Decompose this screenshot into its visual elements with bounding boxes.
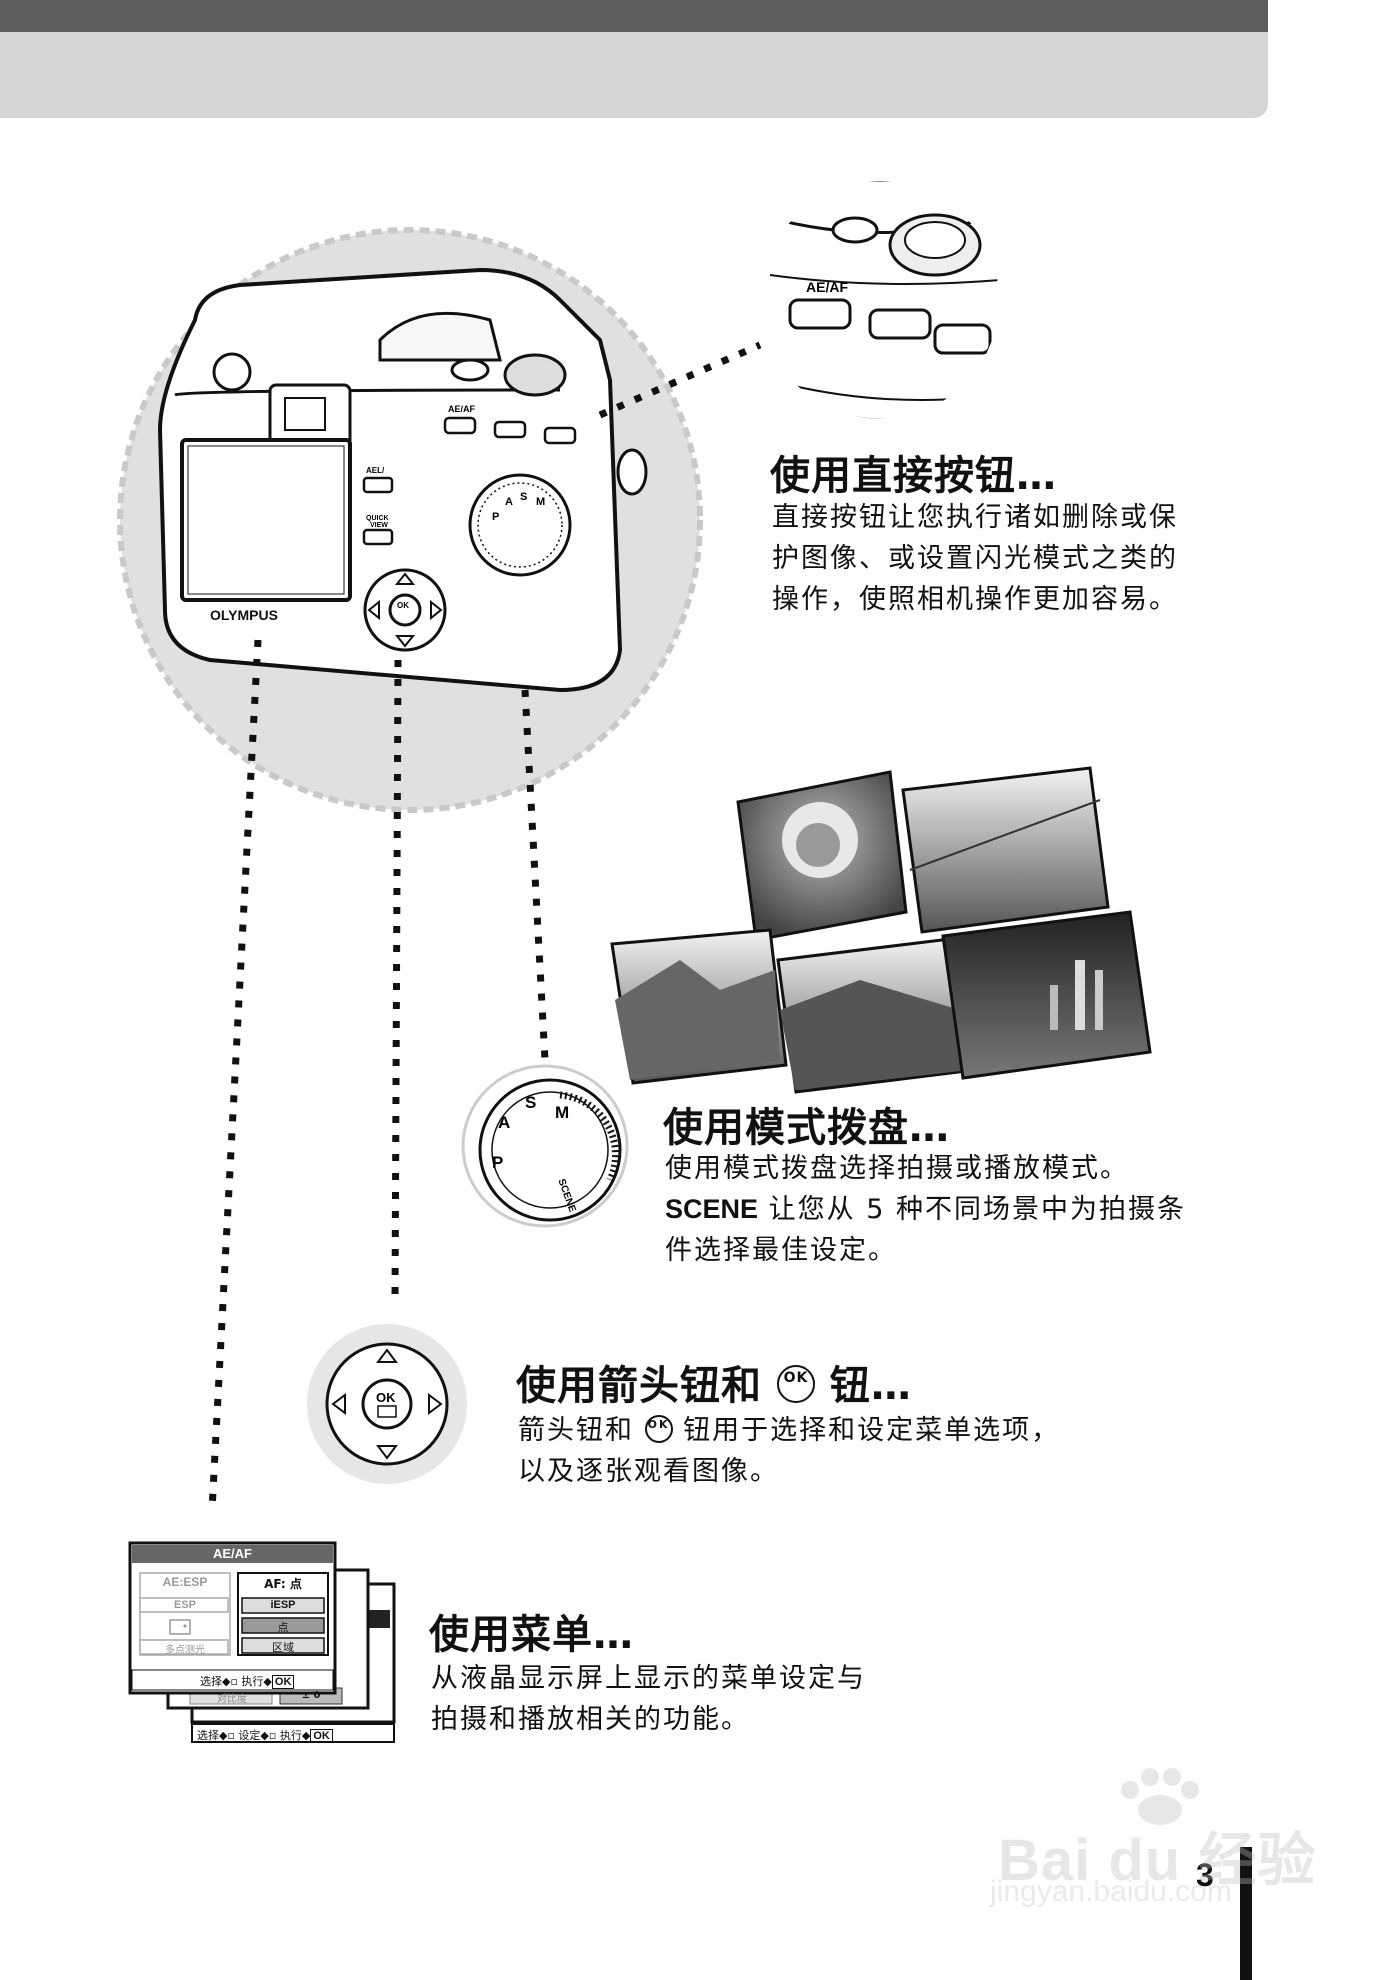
menu-back-footer-ok: OK xyxy=(310,1729,333,1743)
body-arrow-ok-suffix: 钮用于选择和设定菜单选项， xyxy=(683,1415,1061,1446)
ok-button-small-icon: OK xyxy=(644,1414,673,1443)
menu-screens-illustration: 选择◆ xyxy=(128,1541,396,1743)
menu-left-header: AE:ESP xyxy=(162,1575,208,1589)
body-arrow-ok-prefix: 箭头钮和 xyxy=(518,1415,634,1446)
body-arrow-ok-line-1: 箭头钮和 OK 钮用于选择和设定菜单选项， xyxy=(518,1410,1060,1451)
body-menu: 从液晶显示屏上显示的菜单设定与 拍摄和播放相关的功能。 xyxy=(431,1658,866,1740)
menu-right-header: AF: 点 xyxy=(264,1577,302,1591)
body-arrow-ok: 箭头钮和 OK 钮用于选择和设定菜单选项， 以及逐张观看图像。 xyxy=(518,1410,1060,1492)
menu-left-item-multi: 多点测光 xyxy=(165,1645,205,1656)
camera-brand: OLYMPUS xyxy=(210,607,278,623)
watermark: Bai du 经验 jingyan.baidu.com xyxy=(990,1765,1320,1908)
header-band-dark xyxy=(0,0,1268,32)
dial-label-a: A xyxy=(498,1113,510,1132)
svg-text:VIEW: VIEW xyxy=(370,522,388,529)
menu-footer-ok: OK xyxy=(271,1675,295,1689)
heading-arrow-ok-prefix: 使用箭头钮和 xyxy=(516,1363,762,1409)
page-number: 3 xyxy=(1196,1857,1214,1893)
svg-text:OK: OK xyxy=(397,601,409,610)
dial-label-m: M xyxy=(555,1103,569,1122)
menu-right-item-iesp[interactable]: iESP xyxy=(270,1599,296,1611)
heading-direct-buttons: 使用直接按钮… xyxy=(770,453,1057,499)
menu-left-item-spot: • xyxy=(181,1620,189,1633)
body-direct-buttons-line-1: 直接按钮让您执行诸如删除或保 xyxy=(772,502,1178,533)
camera-illustration: OLYMPUS AE/AF AEL/ QUICK VIEW OK P A S M xyxy=(157,267,648,693)
body-direct-buttons-line-2: 护图像、或设置闪光模式之类的 xyxy=(772,543,1178,574)
body-mode-dial-line-1: 使用模式拨盘选择拍摄或播放模式。 xyxy=(665,1153,1129,1184)
menu-back-footer-set: 设定 xyxy=(238,1729,261,1742)
dial-label-p: P xyxy=(492,1153,503,1172)
svg-text:AE/AF: AE/AF xyxy=(448,404,476,414)
svg-text:AE/AF: AE/AF xyxy=(806,279,848,295)
menu-right-item-area[interactable]: 区域 xyxy=(272,1641,294,1654)
body-direct-buttons: 直接按钮让您执行诸如删除或保 护图像、或设置闪光模式之类的 操作，使照相机操作更… xyxy=(772,497,1178,620)
body-arrow-ok-line-2: 以及逐张观看图像。 xyxy=(518,1456,779,1487)
menu-back-footer-select-text: 选择 xyxy=(197,1729,219,1742)
watermark-url: jingyan.baidu.com xyxy=(990,1875,1232,1908)
menu-back-footer-exec: 执行 xyxy=(279,1729,302,1742)
svg-text:S: S xyxy=(520,491,527,503)
mode-dial-closeup: P A S M SCENE xyxy=(461,1064,629,1228)
svg-text:QUICK: QUICK xyxy=(366,515,389,522)
heading-menu: 使用菜单… xyxy=(429,1612,634,1658)
svg-text:OK: OK xyxy=(376,1390,396,1405)
paw-icon xyxy=(1121,1768,1199,1825)
menu-right-item-spot[interactable]: 点 xyxy=(277,1621,289,1634)
page-edge-bar xyxy=(1240,1847,1252,1980)
heading-arrow-ok-suffix: 钮… xyxy=(829,1363,912,1409)
body-mode-dial-line-2: SCENE 让您从 5 种不同场景中为拍摄条 xyxy=(665,1189,1186,1230)
menu-footer-select: 选择 xyxy=(200,1675,222,1688)
body-mode-dial: 使用模式拨盘选择拍摄或播放模式。 SCENE 让您从 5 种不同场景中为拍摄条 … xyxy=(665,1148,1186,1271)
watermark-text: Bai du 经验 xyxy=(998,1828,1317,1893)
body-mode-dial-line-2-text: 让您从 5 种不同场景中为拍摄条 xyxy=(768,1194,1186,1225)
dial-label-s: S xyxy=(525,1093,536,1112)
body-mode-dial-line-3: 件选择最佳设定。 xyxy=(665,1235,897,1266)
menu-left-item-esp: ESP xyxy=(173,1599,196,1611)
arrow-pad-closeup: OK xyxy=(307,1324,467,1484)
body-direct-buttons-line-3: 操作，使照相机操作更加容易。 xyxy=(772,584,1178,615)
header-band-light xyxy=(0,32,1268,118)
leader-lines xyxy=(208,341,762,1511)
ok-button-icon: OK xyxy=(776,1365,815,1403)
body-menu-line-2: 拍摄和播放相关的功能。 xyxy=(431,1704,750,1735)
menu-back-footer: 选择◆▫ 设定◆▫ 执行◆OK xyxy=(197,1727,333,1743)
scene-label: SCENE xyxy=(665,1194,759,1224)
svg-text:M: M xyxy=(536,496,545,508)
camera-ael-label: AEL/ xyxy=(366,466,385,475)
menu-title: AE/AF xyxy=(213,1546,252,1561)
body-menu-line-1: 从液晶显示屏上显示的菜单设定与 xyxy=(431,1663,866,1694)
svg-text:P: P xyxy=(492,511,499,523)
menu-footer-exec: 执行 xyxy=(241,1675,264,1688)
svg-text:A: A xyxy=(505,496,513,508)
photo-collage xyxy=(610,766,1152,1094)
menu-footer: 选择◆▫ 执行◆OK xyxy=(200,1673,295,1689)
heading-mode-dial: 使用模式拨盘… xyxy=(663,1105,950,1151)
heading-arrow-ok: 使用箭头钮和 OK 钮… xyxy=(516,1353,912,1411)
menu-back-row-value: ± 0 xyxy=(301,1690,321,1701)
menu-back-row-label: 对比度 xyxy=(217,1694,247,1705)
direct-buttons-closeup: AE/AF xyxy=(759,179,1001,421)
